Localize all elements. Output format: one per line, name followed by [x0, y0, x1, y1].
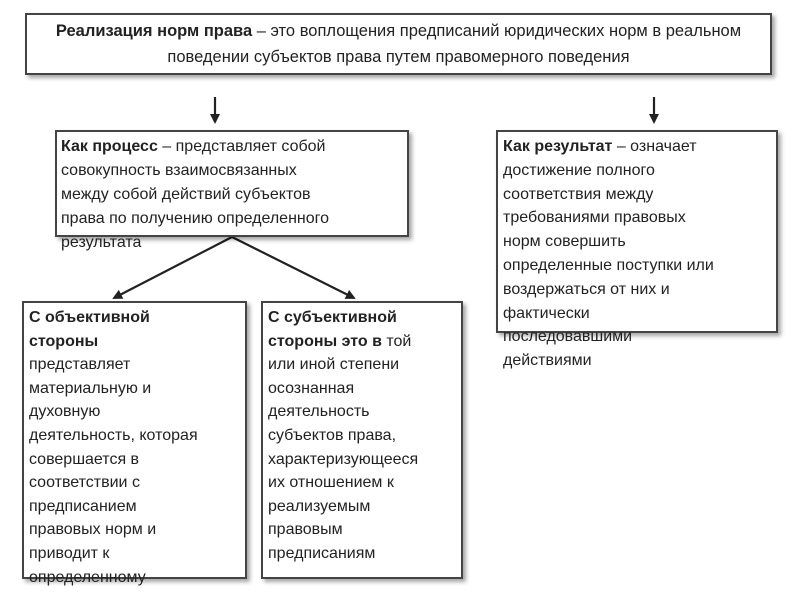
result-line: фактически — [503, 304, 590, 322]
process-term: Как процесс — [61, 138, 158, 155]
process-text: Как процесс – представляет собой совокуп… — [61, 135, 405, 255]
result-line: последовавшими — [503, 328, 633, 346]
process-line: права по получению определенного — [61, 210, 330, 227]
subjective-box — [261, 301, 463, 579]
subjective-line: осознанная — [268, 379, 355, 397]
objective-line: материальную и — [29, 379, 152, 397]
subjective-text: С субъективной стороны это в той или ино… — [268, 306, 464, 566]
result-term: Как результат — [503, 138, 613, 155]
subjective-line: той — [381, 332, 412, 350]
subjective-term: С субъективной — [268, 309, 397, 326]
subjective-term: стороны это в — [268, 332, 382, 350]
result-line: определенные поступки или — [503, 256, 714, 274]
process-line: результата — [61, 234, 142, 251]
subjective-line: предписаниям — [268, 544, 376, 562]
definition-box — [25, 13, 772, 75]
process-line: между собой действий субъектов — [61, 186, 311, 203]
objective-line: совершается в — [29, 450, 140, 468]
objective-line: деятельность, которая — [29, 426, 198, 444]
objective-term: стороны — [29, 332, 99, 350]
objective-line: приводит к — [29, 544, 110, 562]
process-line: – представляет собой — [157, 138, 326, 155]
objective-line: предписанием — [29, 497, 137, 515]
objective-line: представляет — [29, 356, 131, 374]
result-box — [496, 130, 778, 333]
objective-term: С объективной — [29, 309, 150, 326]
result-line: достижение полного — [503, 161, 655, 179]
definition-term: Реализация норм права — [55, 22, 253, 40]
result-line: соответствия между — [503, 185, 654, 203]
objective-text: С объективной стороны представляет матер… — [29, 306, 247, 589]
subjective-line: их отношением к — [268, 474, 394, 492]
result-line: воздержаться от них и — [503, 280, 670, 298]
subjective-line: деятельность — [268, 403, 370, 421]
result-line: действиями — [503, 352, 592, 370]
objective-line: определенному — [29, 568, 146, 586]
objective-line: правовых норм и — [29, 521, 157, 539]
subjective-line: правовым — [268, 521, 343, 539]
subjective-line: или иной степени — [268, 356, 400, 374]
result-line: норм совершить — [503, 233, 626, 251]
process-line: совокупность взаимосвязанных — [61, 162, 297, 179]
definition-body: – это воплощения предписаний юридических… — [167, 22, 742, 66]
arrow-to-subjective — [231, 236, 356, 299]
subjective-line: реализуемым — [268, 497, 371, 515]
objective-line: духовную — [29, 403, 101, 421]
subjective-line: характеризующееся — [268, 450, 419, 468]
objective-box — [22, 301, 247, 579]
result-line: требованиями правовых — [503, 209, 686, 227]
objective-line: соответствии с — [29, 474, 140, 492]
subjective-line: субъектов права, — [268, 426, 397, 444]
arrow-to-objective — [112, 236, 233, 299]
definition-text: Реализация норм права – это воплощения п… — [30, 18, 767, 70]
process-box — [55, 130, 409, 237]
result-line: – означает — [612, 138, 697, 155]
result-text: Как результат – означает достижение полн… — [503, 135, 775, 373]
